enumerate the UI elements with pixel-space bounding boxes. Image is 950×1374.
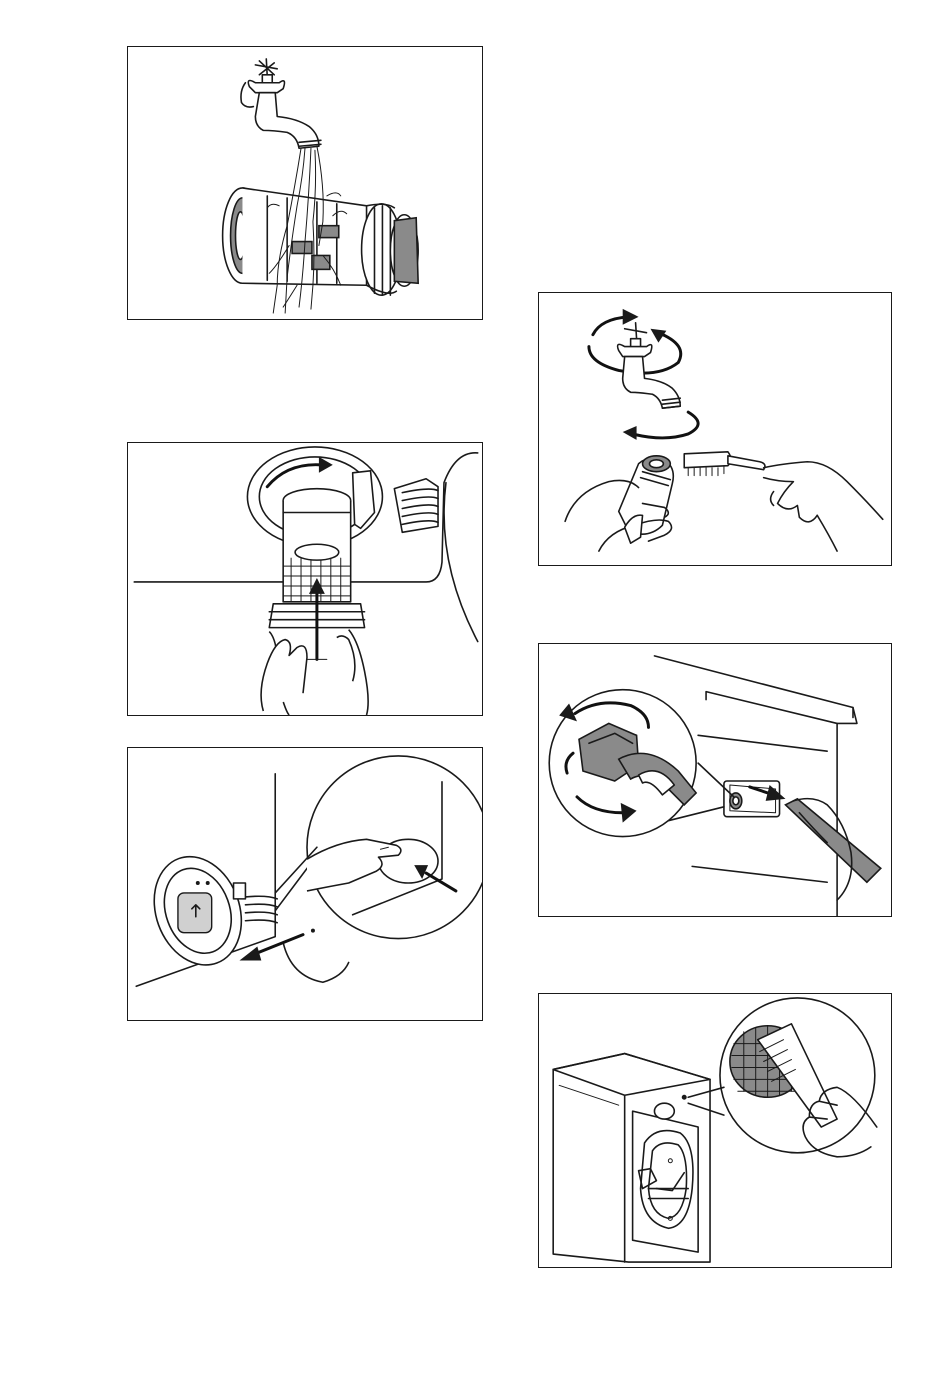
figure-inlet-hose-unscrew [538, 643, 892, 917]
inlet-hose-unscrew-icon [539, 644, 891, 916]
inlet-filter-clean-icon [539, 994, 891, 1267]
figure-flap-open [127, 747, 483, 1021]
flap-open-icon [128, 748, 482, 1020]
tap-rinsing-filter-icon [128, 47, 482, 319]
tap-brush-clean-icon [539, 293, 891, 565]
figure-tap-brush-clean [538, 292, 892, 566]
figure-filter-insert [127, 442, 483, 716]
figure-inlet-filter-clean [538, 993, 892, 1268]
filter-insert-icon [128, 443, 482, 715]
figure-tap-rinsing-filter [127, 46, 483, 320]
